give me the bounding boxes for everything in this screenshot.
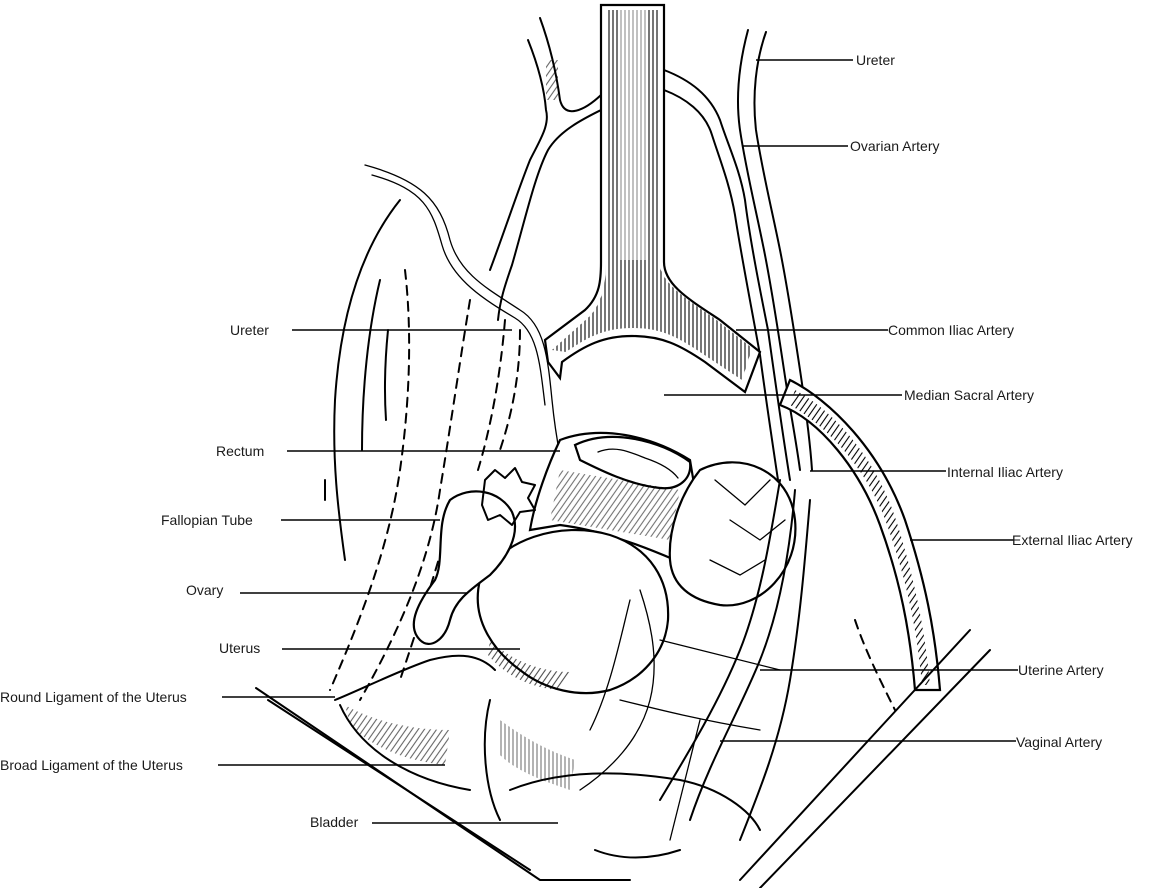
- rectum-shape: [528, 431, 697, 562]
- label-ureter-left: Ureter: [230, 322, 269, 338]
- left-adnexa: [412, 467, 536, 645]
- right-iliac-branches: [489, 17, 602, 321]
- label-rectum: Rectum: [216, 443, 265, 459]
- label-uterus: Uterus: [219, 640, 261, 656]
- external-iliac-tube: [778, 378, 942, 692]
- label-internal-iliac-artery: Internal Iliac Artery: [947, 464, 1063, 480]
- left-ovarian-vessels: [663, 29, 813, 481]
- label-uterine-artery: Uterine Artery: [1018, 662, 1104, 678]
- uterine-vaginal-arteries: [579, 479, 811, 841]
- label-ovary: Ovary: [186, 582, 224, 598]
- label-broad-ligament: Broad Ligament of the Uterus: [0, 757, 183, 773]
- label-vaginal-artery: Vaginal Artery: [1016, 734, 1103, 750]
- label-fallopian-tube: Fallopian Tube: [161, 512, 253, 528]
- label-median-sacral-artery: Median Sacral Artery: [904, 387, 1034, 403]
- label-common-iliac-artery: Common Iliac Artery: [888, 322, 1015, 338]
- broad-ligament-and-bladder: [334, 654, 761, 831]
- pelvic-wall-folds: [324, 164, 561, 561]
- label-bladder: Bladder: [310, 814, 359, 830]
- leader-lines: [218, 59, 1018, 824]
- aorta: [543, 3, 762, 394]
- pelvic-floor: [255, 629, 991, 888]
- uterus-shape: [476, 528, 670, 695]
- label-round-ligament: Round Ligament of the Uterus: [0, 689, 187, 705]
- label-ovarian-artery: Ovarian Artery: [850, 138, 940, 154]
- label-ureter-right: Ureter: [856, 52, 895, 68]
- label-external-iliac-artery: External Iliac Artery: [1012, 532, 1133, 548]
